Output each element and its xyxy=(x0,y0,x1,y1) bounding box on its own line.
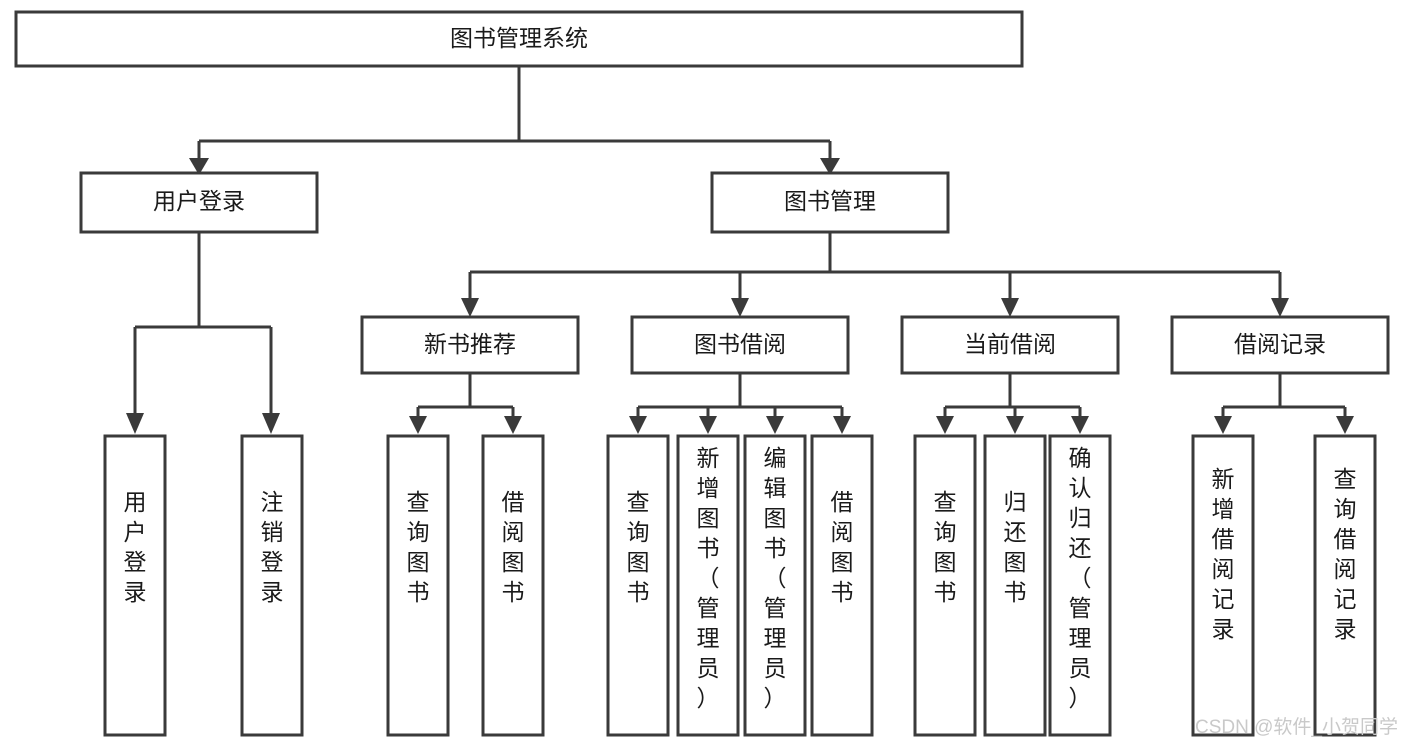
node-current-borrow[interactable]: 当前借阅 xyxy=(900,315,1120,375)
leaf-query-book-3-box[interactable] xyxy=(913,434,977,737)
leaf-add-book[interactable]: 新增图书（管理员） xyxy=(676,434,740,737)
node-new-book-recommend-box[interactable] xyxy=(360,315,580,375)
leaf-edit-book-label: 编辑图书（管理员） xyxy=(764,445,787,711)
node-book-borrow-box[interactable] xyxy=(630,315,850,375)
node-book-borrow-label: 图书借阅 xyxy=(694,331,786,357)
node-borrow-record-box[interactable] xyxy=(1170,315,1390,375)
node-new-book-recommend[interactable]: 新书推荐 xyxy=(360,315,580,375)
leaf-add-record-label: 新增借阅记录 xyxy=(1212,466,1235,642)
leaf-logout[interactable]: 注销登录 xyxy=(240,434,304,737)
leaf-logout-box[interactable] xyxy=(240,434,304,737)
leaf-return-book-box[interactable] xyxy=(983,434,1047,737)
arrowhead-user-login xyxy=(189,158,209,175)
node-book-management-box[interactable] xyxy=(710,171,950,234)
leaf-logout-label: 注销登录 xyxy=(261,489,284,605)
arrowhead-leaf-user-login xyxy=(126,413,144,434)
leaf-query-book-2-box[interactable] xyxy=(606,434,670,737)
arrowhead-leaf-logout xyxy=(262,413,280,434)
node-root-label: 图书管理系统 xyxy=(450,25,588,51)
leaf-add-record[interactable]: 新增借阅记录 xyxy=(1191,434,1255,737)
leaf-borrow-book-1-label: 借阅图书 xyxy=(502,489,525,605)
leaf-query-record-label: 查询借阅记录 xyxy=(1334,466,1357,642)
connector-layer xyxy=(126,66,1354,434)
leaf-edit-book[interactable]: 编辑图书（管理员） xyxy=(743,434,807,737)
leaf-add-book-label: 新增图书（管理员） xyxy=(697,445,720,711)
node-user-login-box[interactable] xyxy=(79,171,319,234)
leaf-query-book-1-label: 查询图书 xyxy=(407,489,430,605)
leaf-query-book-1[interactable]: 查询图书 xyxy=(386,434,450,737)
leaf-query-record-box[interactable] xyxy=(1313,434,1377,737)
leaf-confirm-return[interactable]: 确认归还（管理员） xyxy=(1048,434,1112,737)
node-new-book-recommend-label: 新书推荐 xyxy=(424,331,516,357)
leaf-query-book-3-label: 查询图书 xyxy=(934,489,957,605)
node-book-management-label: 图书管理 xyxy=(784,188,876,214)
leaf-borrow-book-2-label: 借阅图书 xyxy=(831,489,854,605)
node-current-borrow-box[interactable] xyxy=(900,315,1120,375)
arrowhead-leaf-confirm-return xyxy=(1071,416,1089,434)
node-user-login[interactable]: 用户登录 xyxy=(79,171,319,234)
node-borrow-record[interactable]: 借阅记录 xyxy=(1170,315,1390,375)
leaf-add-book-box[interactable] xyxy=(676,434,740,737)
leaf-borrow-book-2-box[interactable] xyxy=(810,434,874,737)
leaf-query-book-3[interactable]: 查询图书 xyxy=(913,434,977,737)
leaf-confirm-return-label: 确认归还（管理员） xyxy=(1069,445,1092,711)
node-root-box[interactable] xyxy=(14,10,1024,68)
leaf-query-book-2[interactable]: 查询图书 xyxy=(606,434,670,737)
node-borrow-record-label: 借阅记录 xyxy=(1234,331,1326,357)
arrowhead-leaf-add-book xyxy=(699,416,717,434)
leaf-user-login-label: 用户登录 xyxy=(124,489,147,605)
node-user-login-label: 用户登录 xyxy=(153,188,245,214)
node-book-management[interactable]: 图书管理 xyxy=(710,171,950,234)
arrowhead-borrow-record xyxy=(1271,298,1289,317)
leaf-confirm-return-box[interactable] xyxy=(1048,434,1112,737)
leaf-add-record-box[interactable] xyxy=(1191,434,1255,737)
arrowhead-leaf-query-book-3 xyxy=(936,416,954,434)
csdn-watermark: CSDN @软件_小贺同学 xyxy=(1195,716,1398,738)
arrowhead-leaf-query-record xyxy=(1336,416,1354,434)
arrowhead-leaf-borrow-book-2 xyxy=(833,416,851,434)
arrowhead-leaf-return-book xyxy=(1006,416,1024,434)
node-book-borrow[interactable]: 图书借阅 xyxy=(630,315,850,375)
leaf-return-book-label: 归还图书 xyxy=(1004,489,1027,605)
arrowhead-current-borrow xyxy=(1001,298,1019,317)
arrowhead-book-management xyxy=(820,158,840,175)
leaf-borrow-book-2[interactable]: 借阅图书 xyxy=(810,434,874,737)
arrowhead-leaf-borrow-book-1 xyxy=(504,416,522,434)
leaf-query-book-1-box[interactable] xyxy=(386,434,450,737)
arrowhead-book-borrow xyxy=(731,298,749,317)
leaf-user-login-box[interactable] xyxy=(103,434,167,737)
leaf-query-book-2-label: 查询图书 xyxy=(627,489,650,605)
leaf-borrow-book-1-box[interactable] xyxy=(481,434,545,737)
leaf-return-book[interactable]: 归还图书 xyxy=(983,434,1047,737)
leaf-user-login[interactable]: 用户登录 xyxy=(103,434,167,737)
arrowhead-leaf-add-record xyxy=(1214,416,1232,434)
node-root[interactable]: 图书管理系统 xyxy=(14,10,1024,68)
arrowhead-leaf-edit-book xyxy=(766,416,784,434)
leaf-edit-book-box[interactable] xyxy=(743,434,807,737)
arrowhead-leaf-query-book-1 xyxy=(409,416,427,434)
leaf-borrow-book-1[interactable]: 借阅图书 xyxy=(481,434,545,737)
leaf-query-record[interactable]: 查询借阅记录 xyxy=(1313,434,1377,737)
arrowhead-leaf-query-book-2 xyxy=(629,416,647,434)
node-current-borrow-label: 当前借阅 xyxy=(964,331,1056,357)
arrowhead-new-book-recommend xyxy=(461,298,479,317)
